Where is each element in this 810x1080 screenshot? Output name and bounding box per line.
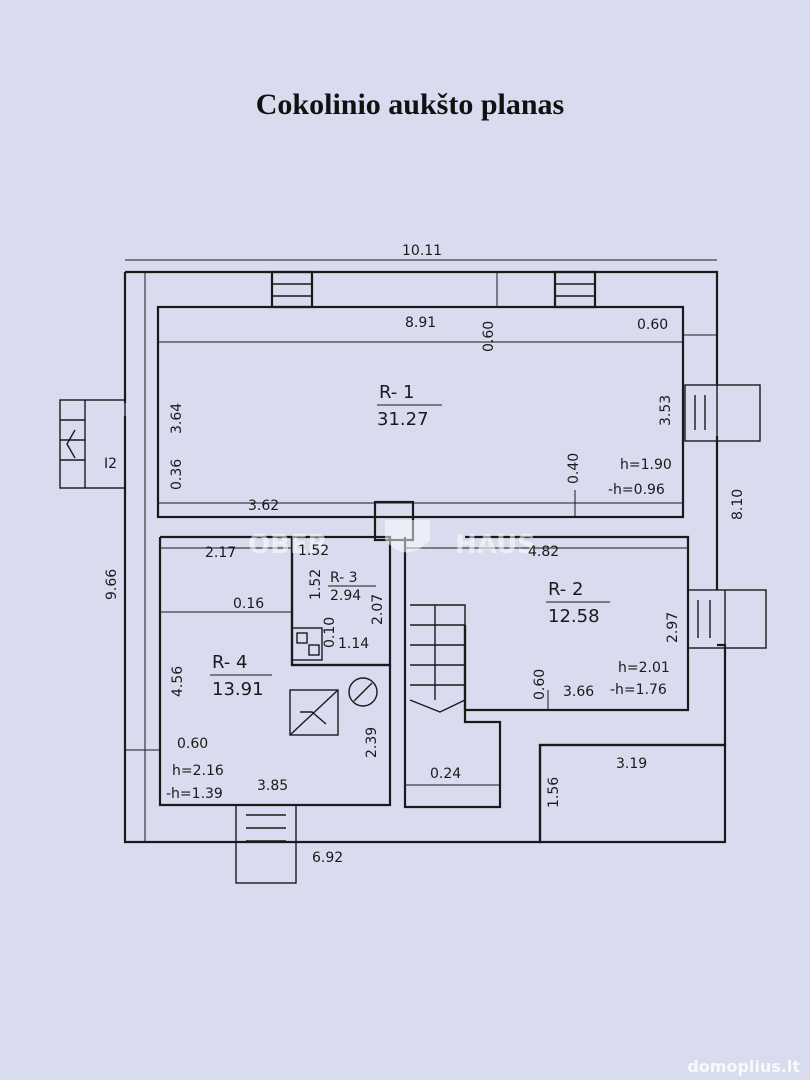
dim-r3-width: 1.52 <box>298 543 329 559</box>
dim-annex-width: 3.19 <box>616 756 647 772</box>
dim-stair-wall: 0.24 <box>430 766 461 782</box>
room-r3-name: R- 3 <box>330 570 358 586</box>
room-r1-name: R- 1 <box>379 382 414 403</box>
dimension-labels: 10.11 8.91 0.60 0.60 3.64 0.36 3.62 I2 3… <box>104 243 746 866</box>
room-r4-height: h=2.16 <box>172 763 224 779</box>
dim-r4-top: 2.17 <box>205 545 236 561</box>
room-r3-area: 2.94 <box>330 588 361 604</box>
room-r2-name: R- 2 <box>548 579 583 600</box>
dim-r2-width: 4.82 <box>528 544 559 560</box>
dim-r3-height: 1.52 <box>308 569 324 600</box>
room-r4-area: 13.91 <box>212 679 264 700</box>
dim-width-total: 10.11 <box>402 243 442 259</box>
dim-right-wall: 0.60 <box>637 317 668 333</box>
dim-top-wall: 0.60 <box>481 321 497 352</box>
dim-r2-bottom: 3.66 <box>563 684 594 700</box>
dim-r1-bottom: 3.62 <box>248 498 279 514</box>
dim-r1-width: 8.91 <box>405 315 436 331</box>
dim-r2-height: 2.97 <box>665 612 681 643</box>
dim-r3-gap: 0.10 <box>322 617 338 648</box>
room-r2-neg-height: -h=1.76 <box>610 682 667 698</box>
dim-left-offset: 0.36 <box>169 459 185 490</box>
room-r1-height: h=1.90 <box>620 457 672 473</box>
dim-stair: I2 <box>104 456 117 472</box>
dim-r4-bottom: 3.85 <box>257 778 288 794</box>
room-r2-height: h=2.01 <box>618 660 670 676</box>
room-r4-name: R- 4 <box>212 652 247 673</box>
dim-right-height: 3.53 <box>658 395 674 426</box>
dim-r2-lower: 0.60 <box>532 669 548 700</box>
room-r2-area: 12.58 <box>548 606 600 627</box>
watermark-left: OBER <box>248 530 328 560</box>
dim-r1-lower: 0.40 <box>566 453 582 484</box>
brand-logo: domoplius.lt <box>687 1057 800 1076</box>
room-r4-neg-height: -h=1.39 <box>166 786 223 802</box>
fixtures <box>59 283 767 884</box>
dim-annex-height: 1.56 <box>546 777 562 808</box>
dim-r4-height: 4.56 <box>170 666 186 697</box>
dim-r4-wall-left: 0.60 <box>177 736 208 752</box>
dim-boiler-height: 2.39 <box>364 727 380 758</box>
watermark: OBER HAUS <box>248 520 536 560</box>
dim-right-total: 8.10 <box>730 489 746 520</box>
dimension-lines <box>125 259 717 842</box>
watermark-right: HAUS <box>455 530 536 560</box>
page-title: Cokolinio aukšto planas <box>255 88 565 121</box>
dim-r3-base: 1.14 <box>338 636 369 652</box>
dim-left-total: 9.66 <box>104 569 120 600</box>
dim-left-height: 3.64 <box>169 403 185 434</box>
room-labels: R- 1 31.27 h=1.90 -h=0.96 R- 2 12.58 h=2… <box>166 382 672 802</box>
dim-r3-depth: 2.07 <box>370 594 386 625</box>
room-r1-area: 31.27 <box>377 409 429 430</box>
room-r1-neg-height: -h=0.96 <box>608 482 665 498</box>
dim-r4-wall: 0.16 <box>233 596 264 612</box>
dim-bottom-total: 6.92 <box>312 850 343 866</box>
